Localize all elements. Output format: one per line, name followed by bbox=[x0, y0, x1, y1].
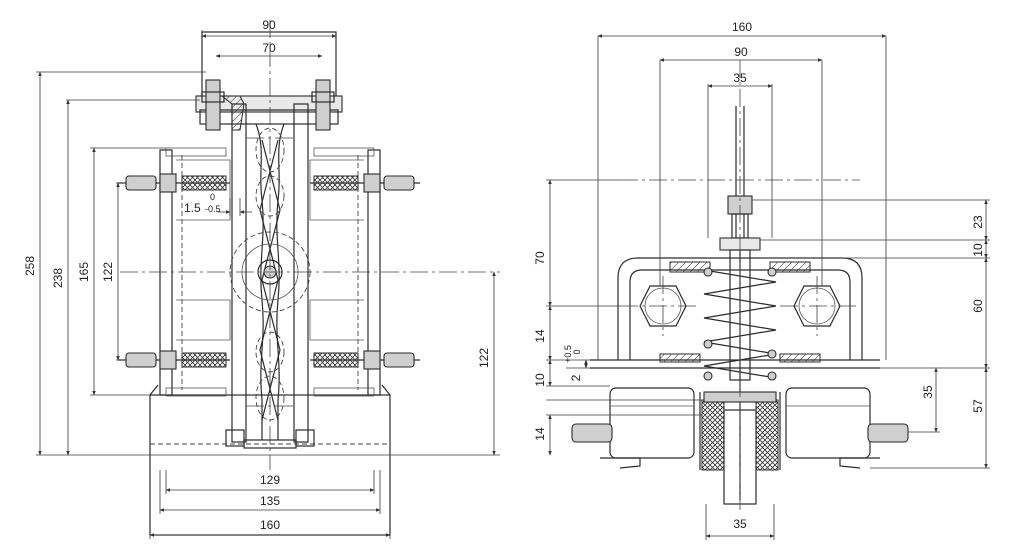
right-extension-lines bbox=[546, 36, 990, 540]
dim-right-top-160: 160 bbox=[732, 20, 752, 34]
dim-right-top-35: 35 bbox=[733, 71, 747, 85]
dim-right-r35: 35 bbox=[921, 385, 935, 399]
dim-right-10: 10 bbox=[533, 373, 547, 387]
dim-right-57: 57 bbox=[971, 399, 985, 413]
dim-right-tol-lower: 0 bbox=[572, 349, 582, 354]
dim-right-70: 70 bbox=[533, 251, 547, 265]
left-dimension-lines bbox=[38, 34, 496, 537]
dim-right-tol-upper: +0.5 bbox=[563, 345, 573, 363]
dim-left-238: 238 bbox=[51, 268, 65, 288]
left-extension-lines bbox=[36, 30, 500, 539]
right-dimension-lines bbox=[548, 34, 988, 538]
dim-right-top-90: 90 bbox=[734, 45, 748, 59]
left-view: 90 70 258 238 165 122 122 129 135 160 1.… bbox=[23, 18, 500, 539]
right-view: 160 90 35 35 70 14 10 2 14 +0.5 0 23 10 … bbox=[533, 20, 990, 540]
dim-left-top-90: 90 bbox=[262, 18, 276, 32]
dim-left-tol-lower: -0.5 bbox=[205, 204, 221, 214]
dim-left-258: 258 bbox=[23, 256, 37, 276]
dim-left-top-70: 70 bbox=[262, 41, 276, 55]
dim-right-bottom-35: 35 bbox=[733, 517, 747, 531]
dim-left-129: 129 bbox=[260, 473, 280, 487]
dim-right-23: 23 bbox=[971, 215, 985, 229]
dim-left-122: 122 bbox=[101, 262, 115, 282]
dim-right-14-lower: 14 bbox=[533, 427, 547, 441]
dim-right-2: 2 bbox=[569, 374, 583, 381]
left-bolts bbox=[118, 173, 420, 370]
dim-left-gap-1-5: 1.5 bbox=[184, 201, 201, 215]
dim-right-60: 60 bbox=[971, 299, 985, 313]
right-centerlines bbox=[620, 60, 860, 510]
dim-left-122-right: 122 bbox=[477, 348, 491, 368]
dim-left-165: 165 bbox=[77, 262, 91, 282]
left-centerlines bbox=[120, 20, 500, 470]
dim-right-r10: 10 bbox=[971, 243, 985, 257]
dim-right-14-upper: 14 bbox=[533, 329, 547, 343]
dim-left-135: 135 bbox=[260, 494, 280, 508]
dim-left-160: 160 bbox=[260, 518, 280, 532]
dim-left-tol-upper: 0 bbox=[210, 192, 215, 202]
